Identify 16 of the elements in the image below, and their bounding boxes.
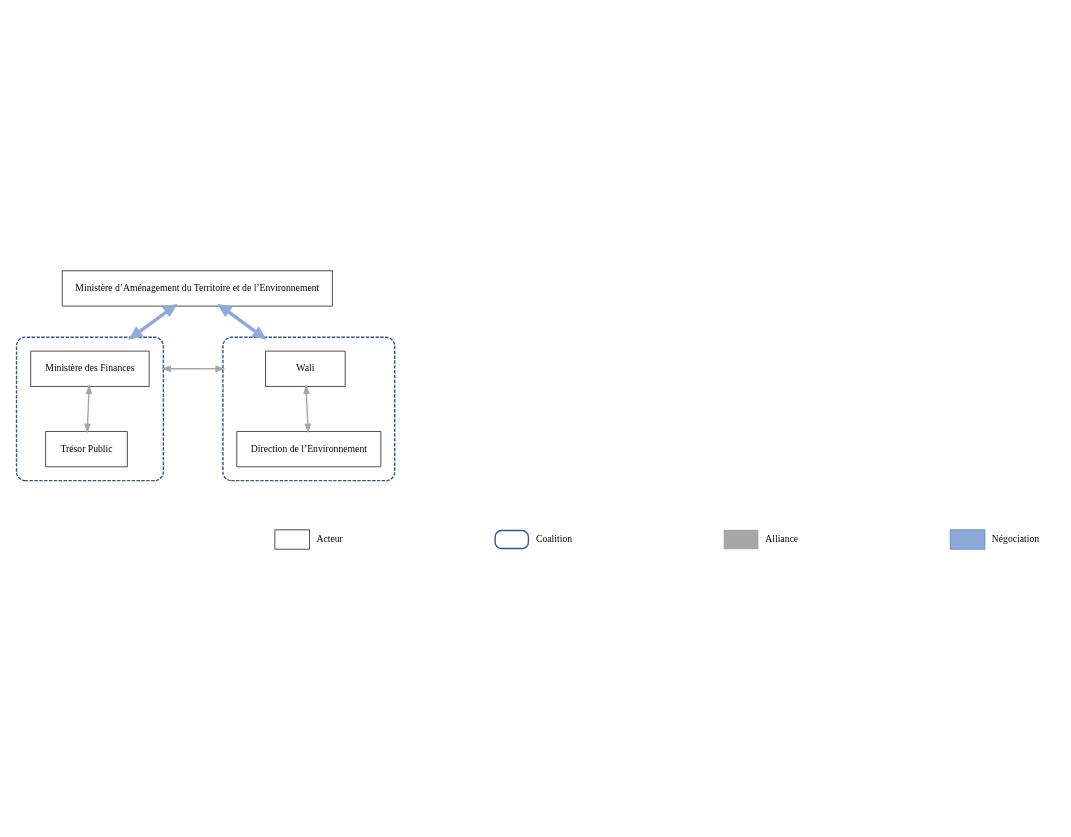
node-box: Trésor Public — [45, 430, 128, 467]
arrow — [161, 364, 226, 372]
node-box: Ministère d’Aménagement du Territoire et de l’Environnement — [61, 269, 333, 306]
cluster — [15, 336, 165, 481]
node-box: Direction de l’Environnement — [236, 430, 382, 467]
node-box: Ministère des Finances — [30, 350, 150, 387]
arrow — [128, 303, 178, 340]
arrow — [303, 384, 312, 433]
legend-label: Négociation — [991, 532, 1040, 544]
cluster — [222, 336, 396, 481]
legend-label: Coalition — [536, 532, 573, 544]
node-box: Wali — [265, 350, 346, 387]
legend-label: Alliance — [765, 532, 799, 544]
legend-label: Acteur — [316, 532, 343, 544]
arrow — [217, 303, 267, 340]
arrow — [84, 384, 93, 433]
